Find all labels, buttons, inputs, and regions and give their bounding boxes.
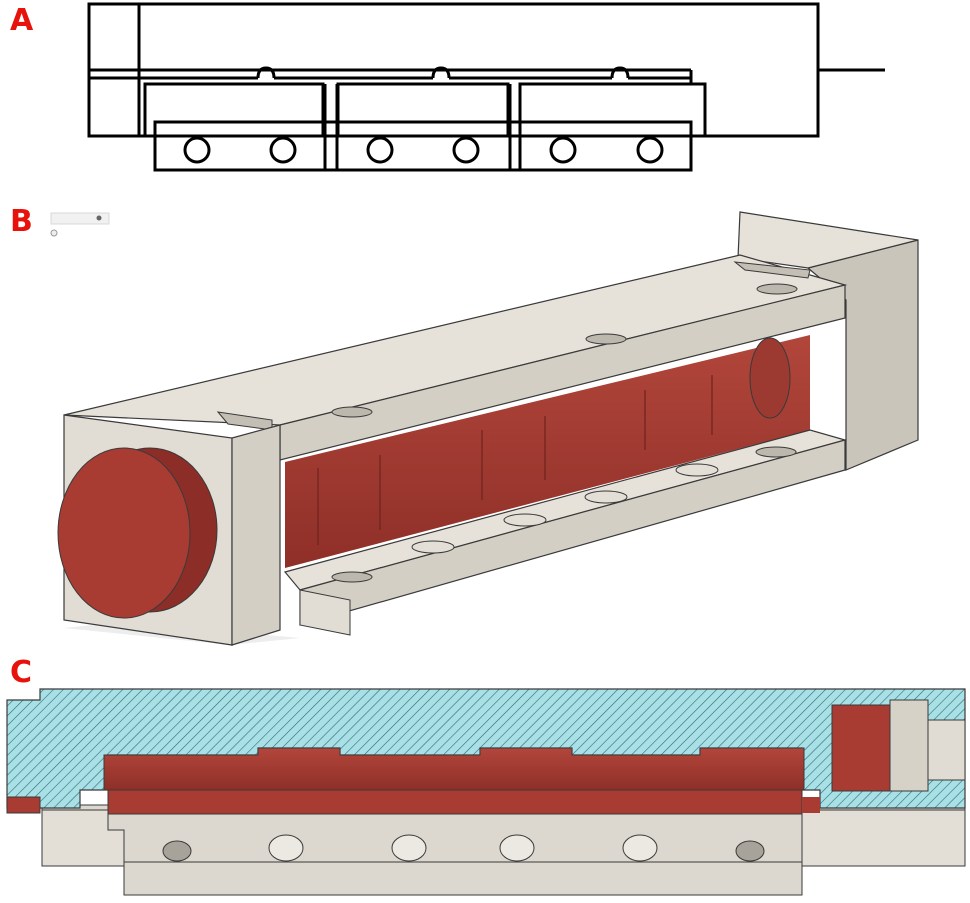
cross-section bbox=[6, 688, 966, 896]
outline-base-plate bbox=[153, 120, 693, 172]
isometric-render bbox=[50, 211, 919, 646]
outline-carriage-2 bbox=[336, 82, 510, 138]
outline-hole bbox=[636, 136, 664, 164]
outline-hole bbox=[549, 136, 577, 164]
view-cube-icon[interactable] bbox=[50, 212, 110, 237]
outline-hole bbox=[366, 136, 394, 164]
panel-label-b: B bbox=[10, 204, 33, 239]
outline-notch bbox=[431, 66, 451, 79]
outline-drawing bbox=[87, 2, 885, 172]
panel-label-a: A bbox=[10, 3, 34, 38]
outline-notch bbox=[256, 66, 276, 79]
outline-hole bbox=[183, 136, 211, 164]
outline-carriage-3 bbox=[518, 82, 707, 138]
outline-carriage-1 bbox=[143, 82, 325, 138]
outline-notch bbox=[610, 66, 630, 79]
panel-label-c: C bbox=[10, 655, 33, 690]
outline-hole bbox=[452, 136, 480, 164]
outline-hole bbox=[269, 136, 297, 164]
